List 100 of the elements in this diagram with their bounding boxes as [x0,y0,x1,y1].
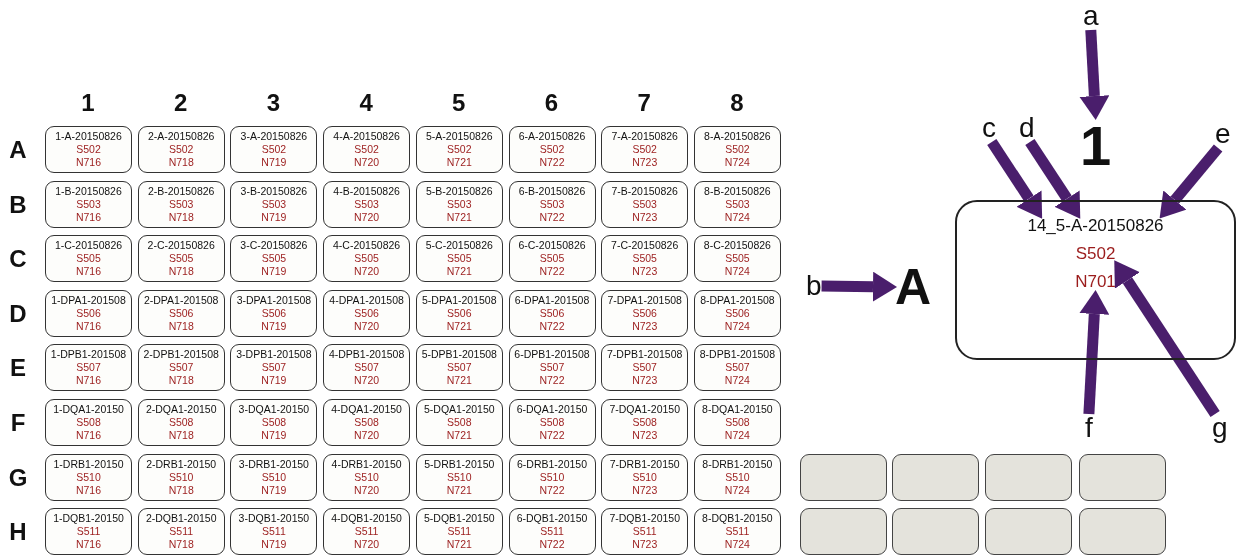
sample-name: 8-C-20150826 [703,239,771,253]
sample-well [415,508,503,556]
index-code: S505 [632,252,657,266]
sample-well [137,399,225,446]
sample-name: 5-A-20150826 [426,130,493,143]
sample-well [323,399,411,446]
index-code: S506 [725,306,750,320]
sample-name: 6-B-20150826 [518,184,586,198]
sample-name: 6-DPB1-201508 [514,348,590,362]
sample-well [45,180,132,228]
index-code: N722 [539,538,565,552]
sample-well [508,289,596,337]
callout-letter: g [1212,414,1228,442]
sample-name: 3-B-20150826 [240,184,308,198]
sample-well [45,399,132,446]
index-code: S503 [632,197,657,211]
sample-well [137,508,225,556]
index-code: N723 [632,429,658,442]
sample-name: 5-DRB1-20150 [424,457,495,471]
position-label: A [895,262,932,312]
column-number: 2 [174,90,188,116]
index-code: N722 [539,483,565,497]
sample-name: 4-A-20150826 [333,130,400,143]
sample-name: 1-C-20150826 [54,239,123,253]
sample-name: 1-B-20150826 [55,184,122,198]
sample-name: 5-B-20150826 [426,184,493,198]
index-code: N718 [168,156,194,169]
index-code: N719 [261,210,287,224]
sample-well [601,235,689,283]
sample-well [601,344,689,392]
sample-well [415,344,503,392]
arrow [1079,29,1110,120]
sample-well [137,235,225,283]
sample-name: 4-DRB1-20150 [331,457,402,471]
index-code: N724 [724,319,750,333]
callout-letter: e [1215,120,1231,148]
sample-well [45,453,132,501]
arrow [1114,260,1220,418]
index-code: N722 [539,210,565,224]
column-number: 6 [544,90,559,116]
sample-well [323,289,411,337]
sample-name: 2-DPA1-201508 [143,293,219,307]
index-code: N723 [632,265,658,279]
sample-name: 6-DQB1-20150 [516,512,588,526]
index-code: S503 [354,197,379,211]
sample-well [323,344,411,392]
sample-well [693,289,781,337]
index-code: N718 [168,265,194,279]
sample-name: 3-DQA1-20150 [238,403,310,416]
sample-well [323,126,411,173]
index-code: N724 [724,265,750,279]
index-code: N719 [261,483,287,497]
sample-well [415,180,503,228]
index-code: N719 [261,265,287,279]
column-number: 8 [730,90,744,116]
sample-well [601,126,689,173]
sample-well [323,453,411,501]
sample-name: 1-A-20150826 [55,130,122,143]
sample-well [137,344,225,392]
column-number: 3 [266,90,281,116]
index-code: S507 [632,361,657,375]
sample-name: 7-A-20150826 [611,130,678,143]
index-code: S508 [354,416,379,429]
arrow [1025,138,1081,219]
index-code: S507 [354,361,379,375]
index-code: N719 [261,374,287,388]
index-code: S508 [725,416,750,429]
index-code: S506 [632,306,657,320]
index-code: S503 [447,197,472,211]
empty-well [1079,508,1166,556]
row-letter: H [9,519,27,546]
index-code: N721 [446,156,472,169]
index-code: S505 [168,252,194,266]
sample-well [601,289,689,337]
index-code: N716 [75,210,102,224]
index-code: N724 [724,210,750,224]
index-code: S505 [725,252,750,266]
sample-name: 2-DPB1-201508 [143,348,219,362]
sample-name: 1-DQA1-20150 [53,403,124,416]
index-code: S506 [539,306,565,320]
row-letter: B [9,191,27,218]
index-code: N716 [75,265,102,279]
index-code: N723 [632,483,658,497]
sample-well [508,508,596,556]
sample-well [508,453,596,501]
sample-name: 5-C-20150826 [425,239,493,253]
index-code: N718 [168,319,194,333]
index-code: S507 [261,361,287,375]
index-code: N720 [354,210,380,224]
row-letter: A [9,137,27,163]
sample-name: 4-DQA1-20150 [331,403,402,416]
index-code: S511 [262,525,286,539]
sample-well [137,453,225,501]
sample-well [693,399,781,446]
column-number: 5 [452,90,466,116]
sample-name: 6-DQA1-20150 [516,403,588,416]
empty-well [800,508,887,556]
column-number: 4 [359,90,373,116]
sample-well [415,453,503,501]
sample-well [230,508,318,556]
